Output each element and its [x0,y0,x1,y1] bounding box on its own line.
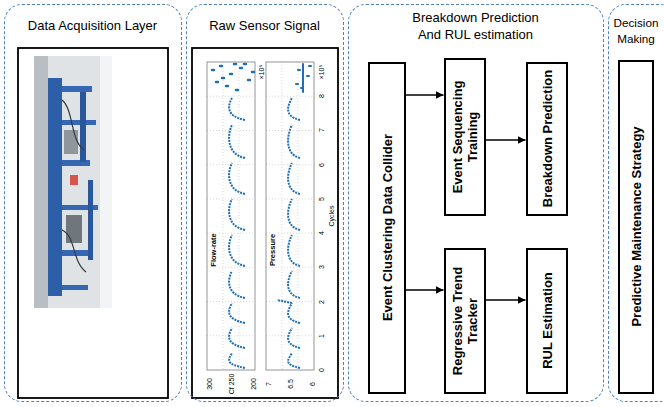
machine-upright [80,92,86,162]
chart-grid [207,62,314,370]
tick-label: 4 [318,230,325,236]
flow-arrow [486,299,526,301]
output-box: RUL Estimation [526,248,568,394]
tick-label: 300 [206,377,213,391]
panel-heading: Decision Making [611,15,661,47]
process-box: Event Clustering Data Collider [368,62,406,394]
photo-floor [34,56,48,308]
axis-exponent: ×10⁵ [318,64,325,81]
machine-frame [62,250,92,256]
box-label: Event Sequencing Training [450,64,480,210]
tick-label: 0 [318,367,325,373]
flow-arrow [486,139,526,141]
tick-label: 6 [309,381,316,387]
machine-photo [18,48,168,398]
box-label: Predictive Maintenance Strategy [628,66,643,388]
plot-axes [266,62,314,370]
machine-table [48,78,62,296]
axis-label: Cycles [328,204,335,227]
pressure-scatter [296,64,311,92]
tick-label: 200 [250,377,257,391]
pressure-series [277,98,300,368]
panel-heading: Data Acquisition Layer [13,17,173,34]
tick-label: 8 [318,93,325,99]
flow-scatter [212,64,254,90]
tick-label: 5 [318,196,325,202]
tick-label: 2 [318,299,325,305]
box-label: Event Clustering Data Collider [379,68,394,388]
machine-frame [62,120,96,125]
tick-label: 7 [265,381,272,387]
tick-label: 1 [318,333,325,339]
axis-label: Pressure [269,233,277,267]
process-box: Event Sequencing Training [444,58,486,216]
plot-axes [207,62,255,370]
box-label: Breakdown Prediction [539,68,554,210]
machine-part [70,175,78,185]
tick-label: Cf 250 [228,373,235,396]
tick-label: 7 [318,128,325,134]
box-label: Regressive Trend Tracker [450,254,480,388]
panel-heading: Raw Sensor Signal [190,17,340,34]
machine-cabinet [66,215,82,243]
photo-frame [18,48,168,398]
tick-label: 3 [318,264,325,270]
flow-arrow [406,289,444,291]
process-box: Regressive Trend Tracker [444,248,486,394]
layer-panel: Decision MakingPredictive Maintenance St… [608,4,664,402]
layer-panel: Raw Sensor Signal [186,4,344,402]
machine-upright [88,180,93,260]
panel-heading: Breakdown Prediction And RUL estimation [401,9,551,43]
layer-panel: Breakdown Prediction And RUL estimationE… [348,4,604,402]
machine-cabinet [64,130,78,154]
box-label: RUL Estimation [539,254,554,388]
axis-label: Flow-rate [210,232,218,267]
machine-frame [62,285,88,290]
tick-label: 6.5 [287,378,294,390]
machine-hose [62,100,86,272]
tick-label: 6 [318,162,325,168]
strategy-box: Predictive Maintenance Strategy [618,60,654,394]
axis-exponent: ×10⁵ [258,64,265,81]
layer-panel: Data Acquisition Layer [4,4,182,402]
machine-frame [62,86,92,92]
photo-wall [100,56,112,308]
photo-ground [34,56,112,308]
output-box: Breakdown Prediction [526,62,568,216]
flow-arrow [406,94,444,96]
flow-series [229,98,245,368]
chart-frame [192,48,338,398]
sensor-chart [192,48,338,398]
